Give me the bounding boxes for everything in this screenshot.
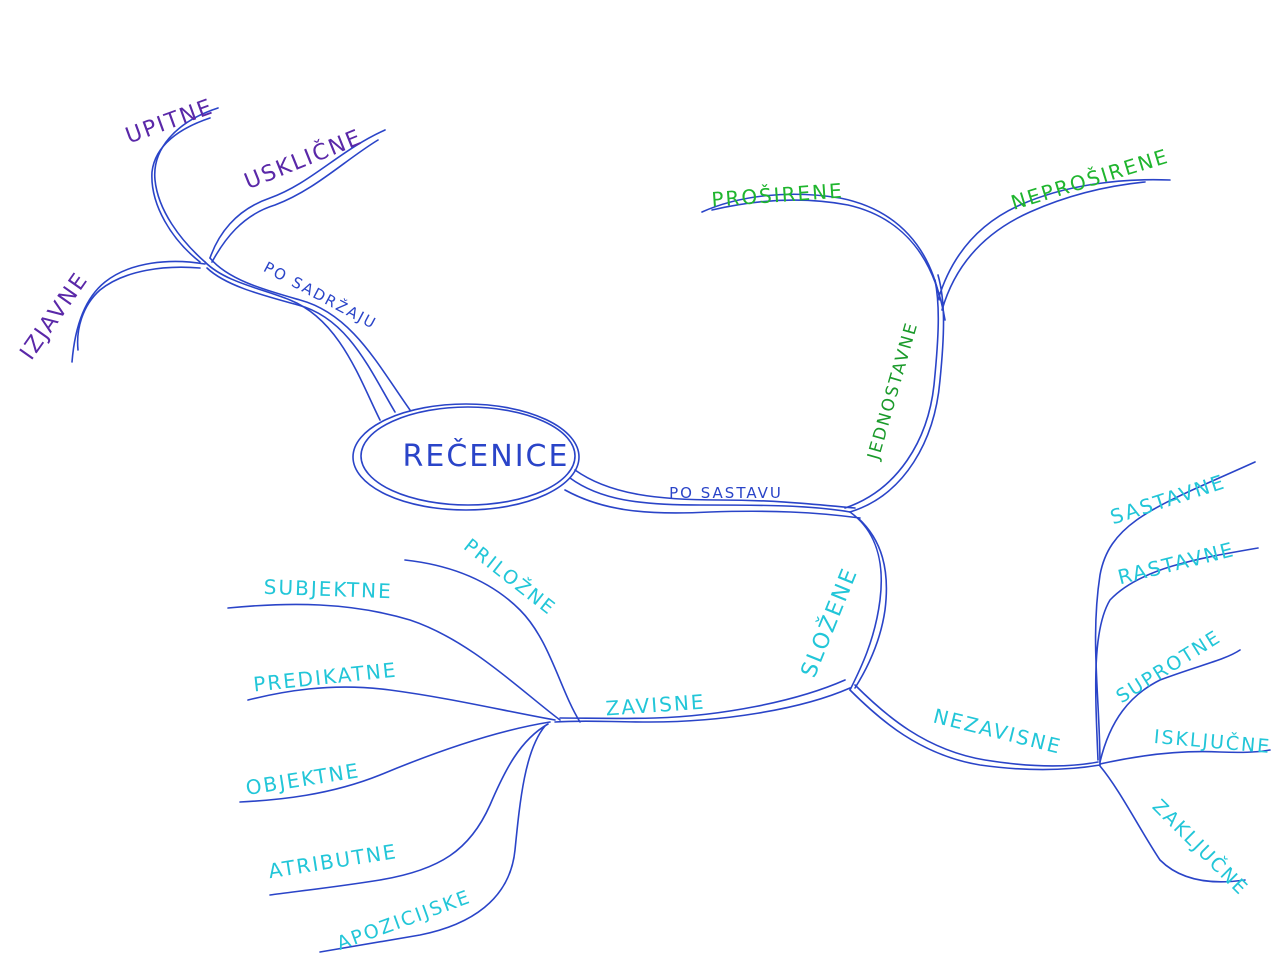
center-ellipse xyxy=(352,403,580,511)
branch-slozene-2 xyxy=(854,517,888,689)
branch-po-sastavu-2 xyxy=(564,489,861,519)
branch-nezavisne xyxy=(849,689,1101,771)
branch-zavisne xyxy=(554,687,851,723)
branch-po-sastavu-3 xyxy=(574,469,856,509)
branch-subjektne xyxy=(227,603,561,721)
branch-neprosirene xyxy=(937,178,1171,301)
branch-neprosirene-2 xyxy=(941,181,1146,311)
branch-po-sadrzaju-2 xyxy=(206,267,396,413)
center-label: REČENICE xyxy=(403,437,570,474)
branch-po-sadrzaju-3 xyxy=(209,257,411,411)
label-subjektne: SUBJEKTNE xyxy=(263,575,393,603)
branch-lines xyxy=(71,107,1271,953)
branch-suprotne xyxy=(1099,649,1241,763)
branch-izjavne-2 xyxy=(76,266,201,351)
branch-po-sastavu xyxy=(569,477,851,513)
branch-prilozne xyxy=(404,559,581,723)
branch-objektne xyxy=(239,721,551,803)
branch-apozicijske xyxy=(319,725,546,953)
branch-zakljucne xyxy=(1099,765,1246,883)
branch-upitne xyxy=(154,107,219,263)
branch-upitne-2 xyxy=(151,117,211,263)
branch-prosirene-2 xyxy=(711,199,946,321)
branch-atributne xyxy=(269,723,549,896)
label-po-sastavu: PO SASTAVU xyxy=(669,484,783,502)
branch-predikatne xyxy=(247,686,556,721)
branch-rastavne xyxy=(1094,547,1259,761)
branch-usklicne xyxy=(209,129,386,259)
branch-sastavne xyxy=(1094,461,1256,766)
branch-slozene xyxy=(849,511,883,691)
branch-iskljucne xyxy=(1099,749,1271,765)
branch-nezavisne-2 xyxy=(854,684,1099,767)
branch-jednostavne xyxy=(849,274,945,513)
branch-po-sadrzaju xyxy=(204,261,381,421)
branch-zavisne-2 xyxy=(559,679,846,720)
center-ellipse-inner xyxy=(360,406,576,506)
branch-prosirene xyxy=(701,193,941,301)
branch-jednostavne-2 xyxy=(844,279,940,509)
branch-izjavne xyxy=(71,260,206,363)
branch-usklicne-2 xyxy=(211,139,379,263)
